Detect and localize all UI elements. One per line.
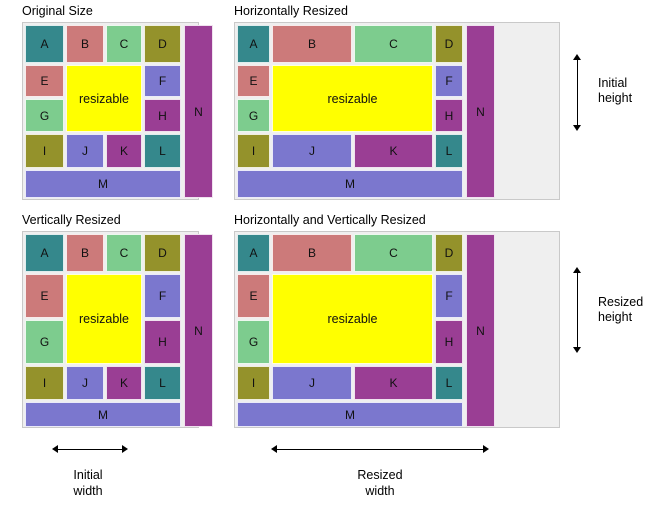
cell-e[interactable]: E [25,65,64,97]
cell-m[interactable]: M [237,170,463,198]
cell-l[interactable]: L [144,134,181,168]
cell-j[interactable]: J [66,366,104,400]
cell-j[interactable]: J [272,134,352,168]
resized-height-line [577,273,578,347]
cell-f[interactable]: F [144,274,181,318]
initial-height-line [577,60,578,125]
cell-k[interactable]: K [106,366,142,400]
cell-d[interactable]: D [144,25,181,63]
cell-l[interactable]: L [144,366,181,400]
panel-title-vertically-resized: Vertically Resized [22,213,121,227]
initial-width-arrow-right [122,445,128,453]
cell-e[interactable]: E [237,274,270,318]
initial-width-line [58,449,122,450]
cell-i[interactable]: I [237,366,270,400]
initial-height-arrow-up [573,54,581,60]
cell-a[interactable]: A [237,25,270,63]
resized-height-arrow-up [573,267,581,273]
resized-height-label-line2: height [598,310,633,324]
cell-h[interactable]: H [144,320,181,364]
widget-frame-horizontal: A B C D E G resizable F H I J K L M N [234,22,560,200]
cell-n[interactable]: N [466,234,495,427]
resized-width-label-line1: Resized [357,468,403,482]
panel-title-horizontally-resized: Horizontally Resized [234,4,348,18]
cell-b[interactable]: B [66,25,104,63]
cell-j[interactable]: J [66,134,104,168]
cell-resizable[interactable]: resizable [272,65,433,132]
initial-width-label-line1: Initial [73,468,103,482]
cell-a[interactable]: A [25,234,64,272]
cell-f[interactable]: F [435,65,463,97]
cell-m[interactable]: M [237,402,463,427]
cell-l[interactable]: L [435,366,463,400]
cell-b[interactable]: B [66,234,104,272]
cell-c[interactable]: C [106,234,142,272]
panel-horizontally-resized: Horizontally Resized A B C D E G resizab… [234,4,564,204]
cell-n[interactable]: N [184,25,213,198]
cell-j[interactable]: J [272,366,352,400]
cell-f[interactable]: F [435,274,463,318]
cell-d[interactable]: D [435,25,463,63]
cell-resizable[interactable]: resizable [272,274,433,364]
cell-b[interactable]: B [272,234,352,272]
resized-height-label-line1: Resized [598,295,644,309]
cell-k[interactable]: K [354,366,433,400]
cell-f[interactable]: F [144,65,181,97]
initial-height-arrow-down [573,125,581,131]
cell-k[interactable]: K [106,134,142,168]
cell-i[interactable]: I [25,134,64,168]
widget-frame-both: A B C D E G resizable F H I J K L M N [234,231,560,428]
cell-k[interactable]: K [354,134,433,168]
cell-m[interactable]: M [25,402,181,427]
cell-i[interactable]: I [25,366,64,400]
cell-c[interactable]: C [354,234,433,272]
cell-g[interactable]: G [25,99,64,132]
resized-width-label-line2: width [365,484,395,498]
panel-vertically-resized: Vertically Resized A B C D E G resizable… [22,213,222,428]
cell-b[interactable]: B [272,25,352,63]
cell-d[interactable]: D [144,234,181,272]
cell-g[interactable]: G [25,320,64,364]
cell-g[interactable]: G [237,99,270,132]
cell-l[interactable]: L [435,134,463,168]
cell-e[interactable]: E [25,274,64,318]
cell-h[interactable]: H [144,99,181,132]
panel-original-size: Original Size A B C D E G resizable F H … [22,4,222,204]
cell-a[interactable]: A [237,234,270,272]
cell-m[interactable]: M [25,170,181,198]
initial-height-label-line2: height [598,91,633,105]
resized-height-arrow-down [573,347,581,353]
cell-c[interactable]: C [106,25,142,63]
cell-d[interactable]: D [435,234,463,272]
cell-n[interactable]: N [466,25,495,198]
cell-resizable[interactable]: resizable [66,274,142,364]
initial-width-arrow-left [52,445,58,453]
initial-height-label-line1: Initial [598,76,628,90]
resized-width-line [277,449,483,450]
cell-g[interactable]: G [237,320,270,364]
widget-frame-vertical: A B C D E G resizable F H I J K L M N [22,231,213,428]
cell-resizable[interactable]: resizable [66,65,142,132]
cell-n[interactable]: N [184,234,213,427]
panel-title-original-size: Original Size [22,4,93,18]
resized-width-arrow-left [271,445,277,453]
panel-horizontally-and-vertically-resized: Horizontally and Vertically Resized A B … [234,213,564,428]
cell-c[interactable]: C [354,25,433,63]
cell-e[interactable]: E [237,65,270,97]
widget-frame-original: A B C D E G resizable F H I J K L M N [22,22,213,200]
cell-a[interactable]: A [25,25,64,63]
resized-width-arrow-right [483,445,489,453]
cell-h[interactable]: H [435,320,463,364]
cell-h[interactable]: H [435,99,463,132]
initial-width-label-line2: width [73,484,103,498]
panel-title-horizontally-and-vertically-resized: Horizontally and Vertically Resized [234,213,426,227]
cell-i[interactable]: I [237,134,270,168]
